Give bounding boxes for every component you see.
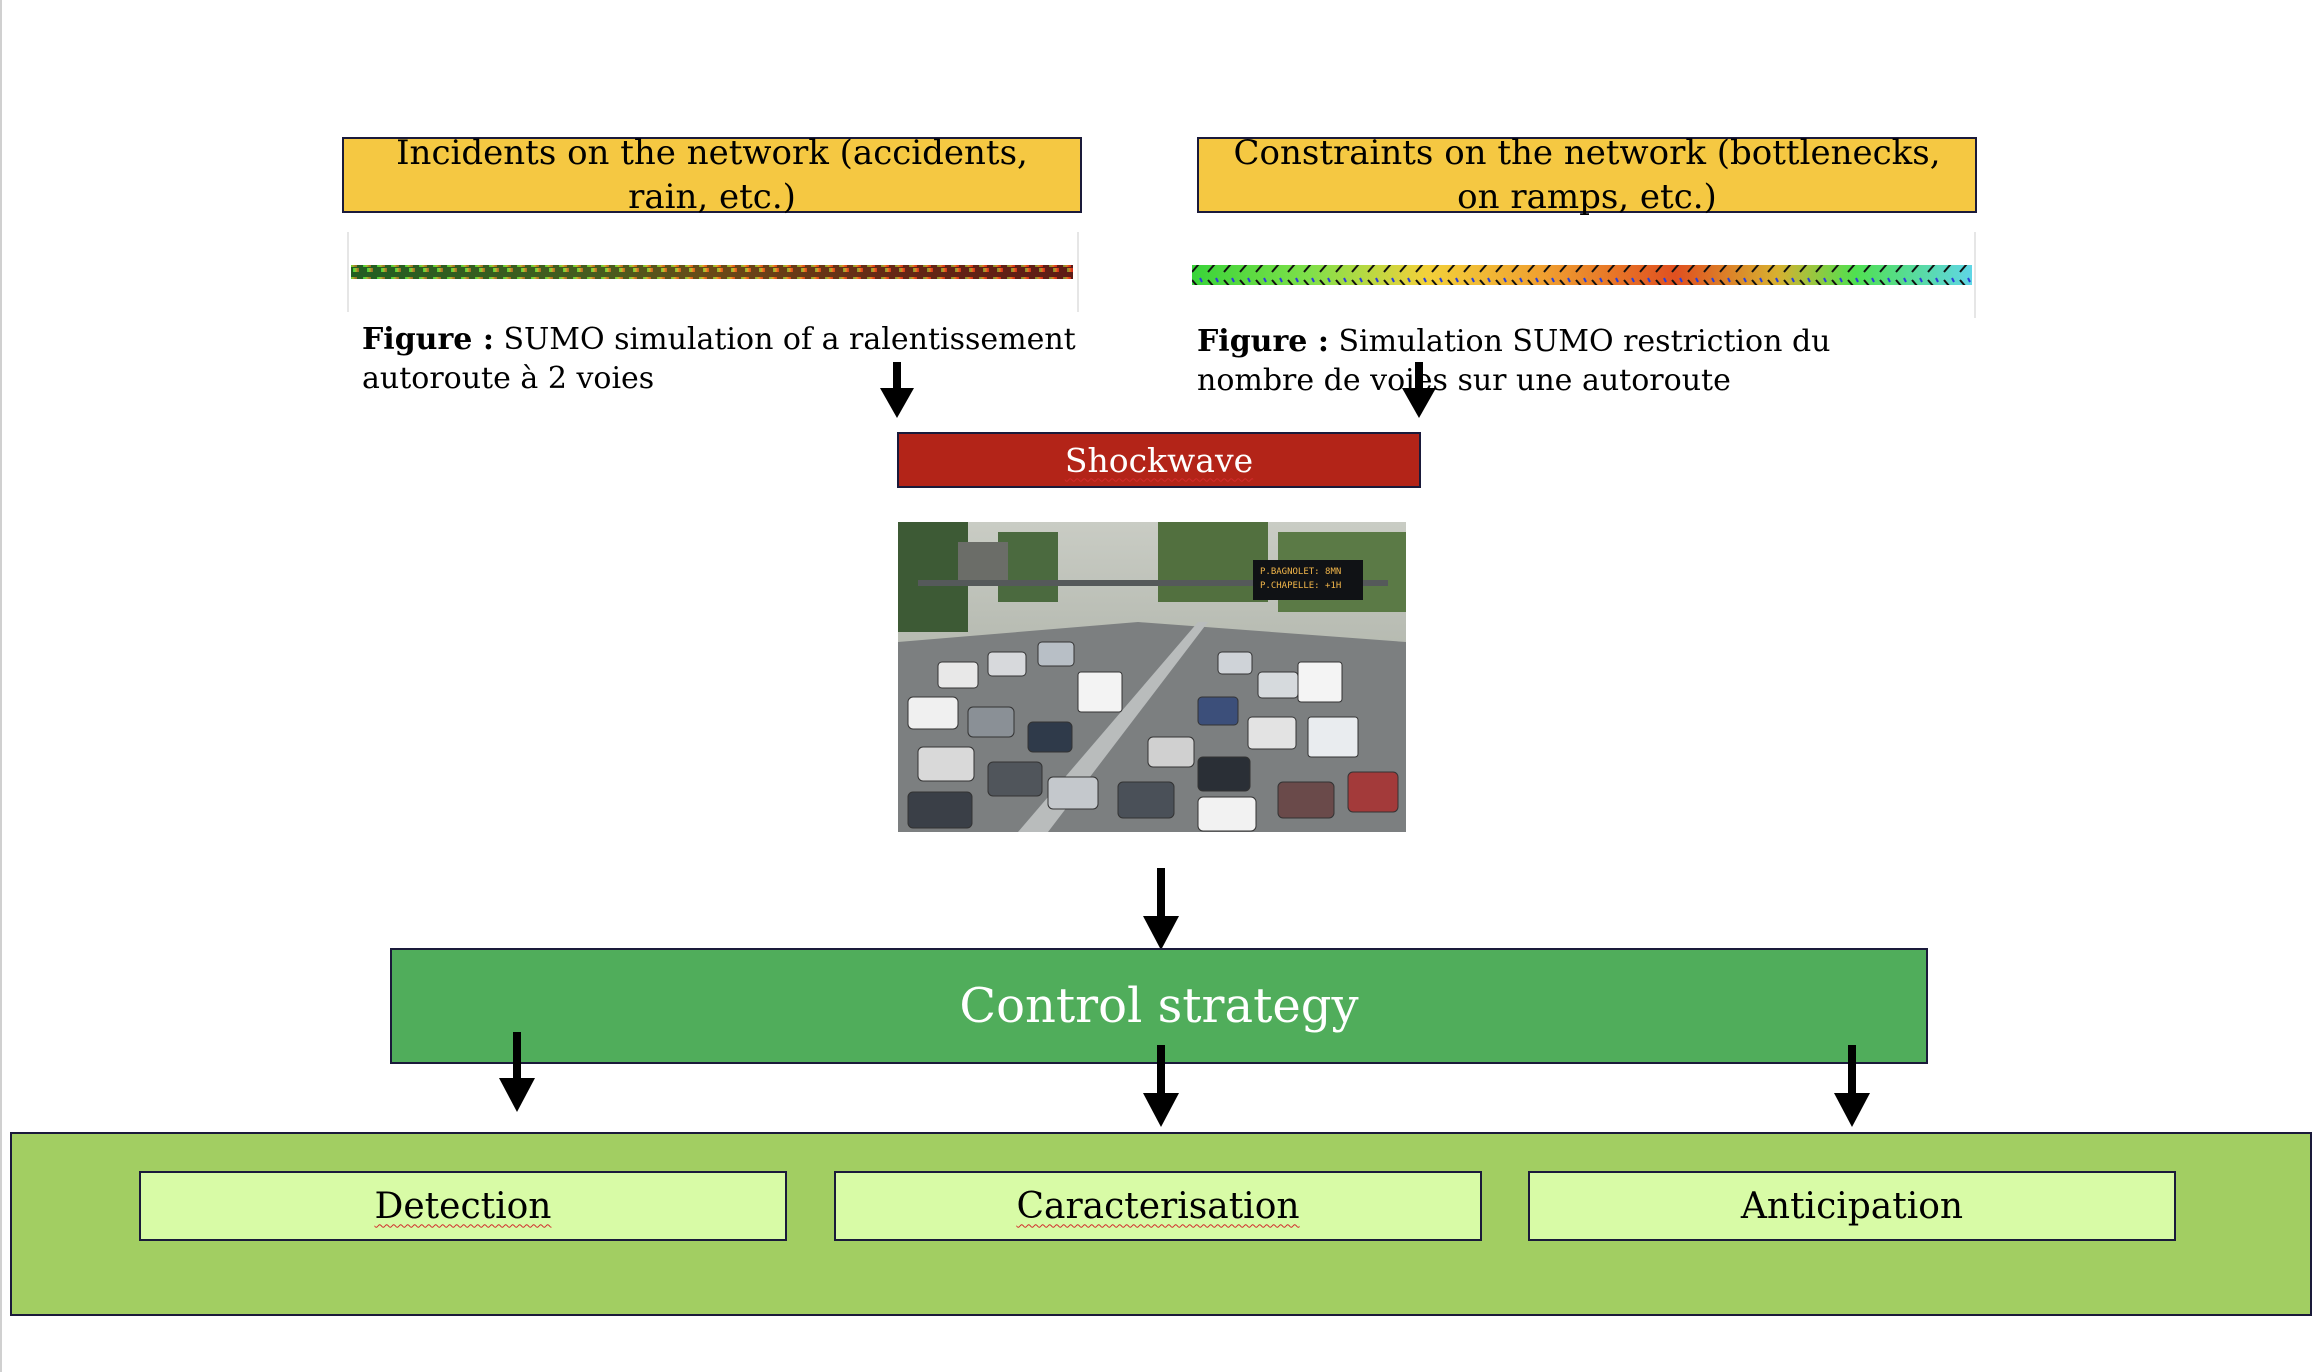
traffic-jam-photo: P.BAGNOLET: 8MN P.CHAPELLE: +1H [898,522,1406,832]
control-strategy-box: Control strategy [390,948,1928,1064]
control-strategy-label: Control strategy [959,978,1359,1034]
incidents-box: Incidents on the network (accidents, rai… [342,133,1082,217]
caption-left-label: Figure : [362,322,494,357]
arrow-to-caracterisation [1143,1045,1179,1127]
arrow-constraints-to-shockwave [1402,362,1436,418]
shockwave-text: Shockwave [1064,440,1254,480]
constraints-box: Constraints on the network (bottlenecks,… [1197,133,1977,217]
caption-right-text: Simulation SUMO restriction du nombre de… [1197,324,1831,398]
photo-sign-line1: P.BAGNOLET: 8MN [1260,567,1341,577]
detection-text: Detection [374,1185,552,1227]
caracterisation-box: Caracterisation [834,1171,1482,1241]
caracterisation-text: Caracterisation [1016,1185,1300,1227]
caption-right-label: Figure : [1197,324,1329,359]
detection-box: Detection [139,1171,787,1241]
anticipation-box: Anticipation [1528,1171,2176,1241]
sumo-strip-left [347,232,1079,312]
caption-right: Figure : Simulation SUMO restriction du … [1197,322,1957,400]
arrow-to-anticipation [1834,1045,1870,1127]
caption-left-text: SUMO simulation of a ralentissement auto… [362,322,1076,396]
sumo-strip-right [1192,232,1976,318]
arrow-shockwave-to-control [1143,868,1179,950]
caption-left: Figure : SUMO simulation of a ralentisse… [362,320,1082,398]
arrow-incidents-to-shockwave [880,362,914,418]
shockwave-box: Shockwave [897,432,1421,488]
incidents-text: Incidents on the network (accidents, rai… [396,133,1028,217]
anticipation-text: Anticipation [1740,1185,1964,1227]
constraints-text: Constraints on the network (bottlenecks,… [1233,133,1941,217]
photo-sign-line2: P.CHAPELLE: +1H [1260,581,1341,591]
control-strategy-text: Control strategy [959,978,1358,1034]
arrow-to-detection [499,1032,535,1112]
